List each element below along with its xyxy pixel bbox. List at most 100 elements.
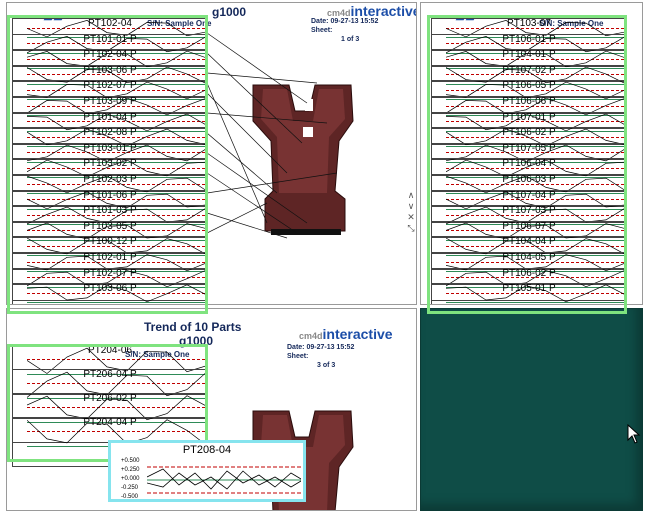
nominal-line: [27, 421, 205, 423]
nominal-line: [27, 68, 205, 70]
trend-chart-label: PT206-02 P: [83, 393, 137, 404]
popup-chart[interactable]: PT208-04 +0.500 +0.250 +0.000 -0.250 -0.…: [108, 440, 306, 502]
nominal-line: [27, 373, 205, 375]
trend-chart-label: PT106-04 P: [502, 158, 556, 170]
date-label-bottom: Date:: [287, 344, 305, 351]
limit-line: [446, 136, 624, 138]
nominal-line: [27, 397, 205, 399]
nominal-line: [27, 286, 205, 288]
trend-polyline: [446, 160, 626, 178]
trend-polyline: [446, 175, 626, 194]
trend-chart-label: PT106-02 P: [502, 127, 556, 139]
trend-chart-label: PT107-05 P: [502, 142, 556, 154]
trend-polyline: [27, 371, 207, 398]
limit-line: [27, 152, 205, 154]
popup-ticks: +0.500 +0.250 +0.000 -0.250 -0.500: [121, 457, 140, 502]
popup-trend-lines: [147, 466, 301, 494]
limit-line: [27, 43, 205, 45]
trend-chart-label: PT106-03 P: [502, 174, 556, 185]
sn-label-top-left: S/N: Sample One: [147, 19, 212, 28]
trend-chart-label: PT101-06 P: [83, 189, 137, 201]
sheet-label-bottom: Sheet:: [287, 353, 309, 360]
nominal-line: [27, 239, 205, 241]
limit-line: [27, 183, 205, 185]
nominal-line: [27, 302, 205, 304]
limit-line: [446, 89, 624, 91]
trend-chart-label: PT102-01 P: [83, 252, 137, 263]
nominal-line: [446, 208, 624, 210]
limit-line: [27, 407, 205, 409]
limit-line: [27, 89, 205, 91]
limit-line: [446, 27, 624, 29]
arrow-down-icon[interactable]: ∨: [407, 201, 415, 211]
resize-icon[interactable]: ⤡: [407, 223, 415, 233]
nominal-line: [446, 146, 624, 148]
trend-polyline: [27, 395, 207, 421]
trend-chart-label: PT102-07 P: [83, 80, 137, 92]
limit-line: [446, 58, 624, 60]
nominal-line: [446, 255, 624, 257]
sn-label-top-right: S/N: Sample One: [539, 19, 604, 28]
popup-tick-1: +0.250: [121, 467, 140, 473]
trend-polyline: [446, 50, 626, 68]
logo-small: cm4d: [327, 8, 351, 18]
trend-polyline: [27, 175, 207, 194]
highlight-bottom-stack: [7, 344, 208, 462]
nominal-line: [27, 83, 205, 85]
trend-chart-label: PT107-01 P: [502, 111, 556, 123]
nominal-line: [446, 52, 624, 54]
trend-chart-label: PT105-01 P: [502, 283, 556, 295]
nominal-line: [446, 270, 624, 272]
limit-line: [446, 261, 624, 263]
limit-line: [446, 74, 624, 76]
trend-chart-label: PT106-01 P: [502, 33, 556, 45]
limit-line: [446, 214, 624, 216]
trend-chart-label: PT100-12 P: [83, 236, 137, 248]
trend-chart-label: PT102-03 P: [83, 174, 137, 185]
logo-text: interactive: [350, 3, 417, 19]
nominal-line: [446, 239, 624, 241]
meta-block-bottom: Date: 09-27-13 15:52 Sheet: 3 of 3: [287, 343, 354, 370]
company-logo-bottom: cm4dinteractive: [299, 326, 393, 342]
limit-line: [446, 277, 624, 279]
close-icon[interactable]: ✕: [407, 212, 415, 222]
nominal-line: [446, 130, 624, 132]
nominal-line: [27, 130, 205, 132]
popup-tick-3: -0.250: [121, 485, 139, 491]
company-logo-top-left: cm4dinteractive: [327, 3, 417, 19]
trend-chart-label: PT106-06 P: [502, 96, 556, 107]
sheet-value: 1 of 3: [341, 36, 360, 43]
trend-chart-label: PT102-04: [88, 18, 132, 29]
limit-line: [27, 199, 205, 201]
limit-line: [446, 121, 624, 123]
sheet-navigation-strip[interactable]: ∧ ∨ ✕ ⤡: [405, 190, 417, 290]
limit-line: [27, 74, 205, 76]
trend-polyline: [446, 113, 626, 131]
report-title: Trend of 10 Parts: [144, 320, 242, 334]
logo-small-bottom: cm4d: [299, 331, 323, 341]
trend-chart-label: PT204-06: [88, 345, 132, 356]
limit-line: [27, 261, 205, 263]
nominal-line: [27, 177, 205, 179]
arrow-up-icon[interactable]: ∧: [407, 190, 415, 200]
popup-tick-4: -0.500: [121, 494, 139, 500]
trend-chart-label: PT101-01 P: [83, 33, 137, 45]
limit-line: [446, 199, 624, 201]
mouse-cursor-icon: [627, 424, 641, 444]
trend-chart-label: PT106-07 P: [502, 220, 556, 232]
nominal-line: [446, 161, 624, 163]
trend-chart-label: PT107-02 P: [502, 64, 556, 76]
nominal-line: [446, 192, 624, 194]
nominal-line: [27, 208, 205, 210]
limit-line: [446, 183, 624, 185]
trend-chart-label: PT106-05 P: [502, 80, 556, 92]
trend-chart-label: PT107-04 P: [502, 189, 556, 201]
popup-tick-0: +0.500: [121, 458, 140, 464]
nominal-line: [27, 36, 205, 38]
limit-line: [446, 152, 624, 154]
trend-chart-label: PT204-04 P: [83, 417, 137, 428]
date-value-bottom: 09-27-13 15:52: [306, 344, 355, 351]
limit-line: [446, 167, 624, 169]
trend-chart-label: PT103-05 P: [83, 220, 137, 232]
